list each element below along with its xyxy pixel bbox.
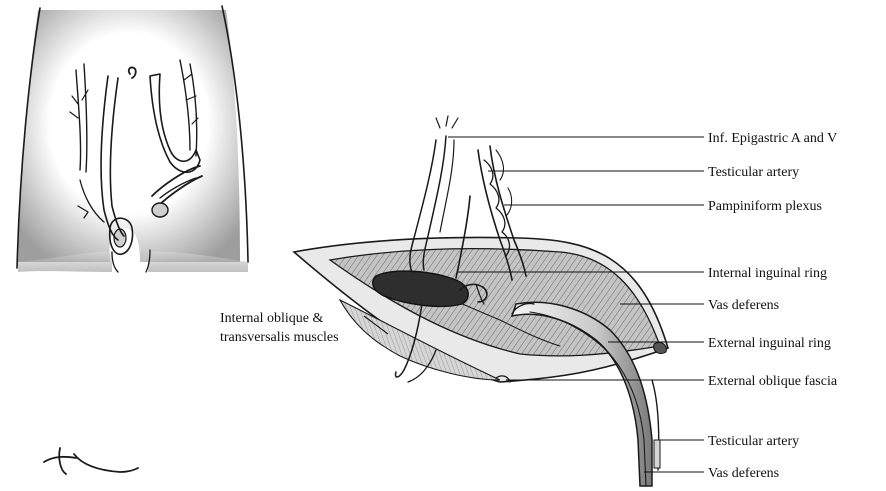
external-ring-notch [654, 342, 667, 353]
torso-shading [18, 10, 240, 262]
label-internal-oblique-line2: transversalis muscles [220, 330, 339, 345]
right-external-ring [152, 203, 168, 217]
label-external-oblique-fascia: External oblique fascia [708, 374, 838, 389]
artery-segment [654, 440, 660, 468]
body-overview [17, 6, 248, 272]
label-external-inguinal-ring: External inguinal ring [708, 336, 831, 351]
epigastric-vessel-3 [440, 140, 454, 232]
label-inf-epigastric: Inf. Epigastric A and V [708, 131, 837, 146]
label-vas-deferens-top: Vas deferens [708, 298, 779, 313]
label-internal-inguinal-ring: Internal inguinal ring [708, 266, 827, 281]
inner-thigh-left [112, 252, 118, 272]
label-testicular-artery-top: Testicular artery [708, 165, 799, 180]
label-testicular-artery-bottom: Testicular artery [708, 434, 799, 449]
epigastric-branches [436, 116, 458, 128]
label-vas-deferens-bottom: Vas deferens [708, 466, 779, 481]
label-internal-oblique-line1: Internal oblique & [220, 311, 324, 326]
artist-signature [44, 448, 138, 474]
label-pampiniform-plexus: Pampiniform plexus [708, 199, 822, 214]
